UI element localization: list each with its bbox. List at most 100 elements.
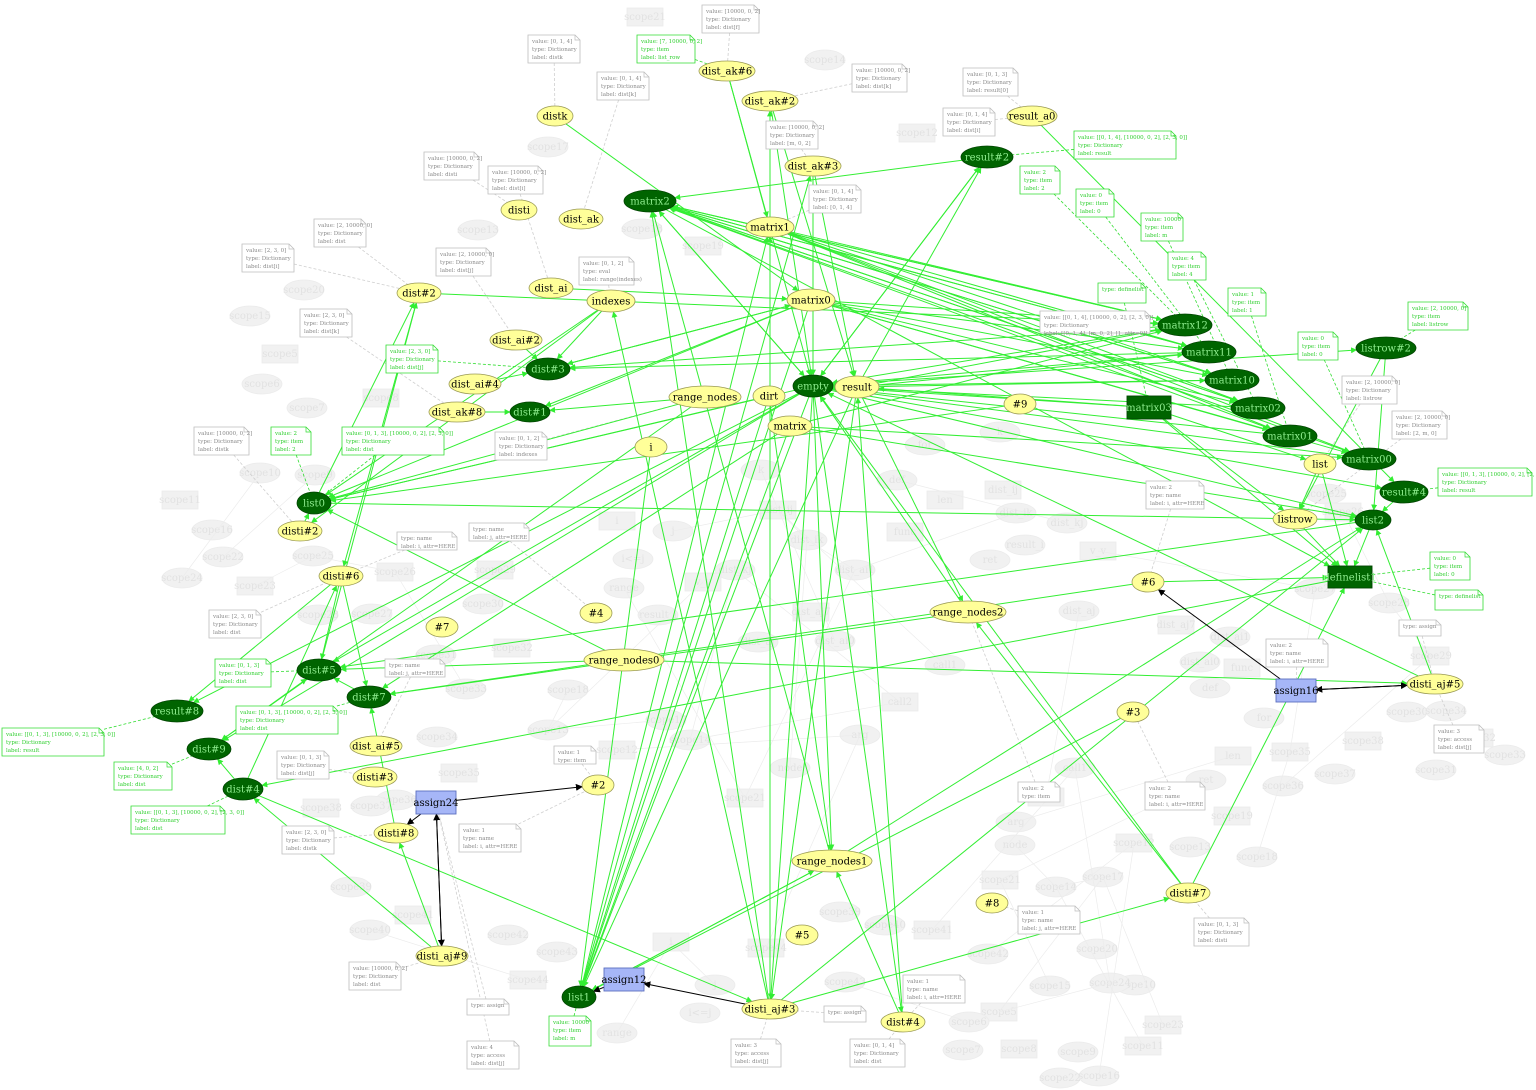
graph-node-listrow2[interactable]: listrow#2	[1355, 336, 1417, 360]
note-line: label: dist	[854, 1059, 882, 1065]
graph-node-dist9[interactable]: dist#9	[186, 737, 232, 761]
graph-node-distk[interactable]: distk	[536, 105, 574, 127]
graph-node-disti_aj9[interactable]: disti_aj#9	[415, 945, 469, 967]
graph-node-result[interactable]: result	[834, 375, 880, 399]
graph-node-result4[interactable]: result#4	[1379, 480, 1429, 504]
graph-node-range_nodes[interactable]: range_nodes	[668, 385, 742, 409]
graph-node-disti2[interactable]: disti#2	[277, 520, 323, 542]
graph-node-matrix10[interactable]: matrix10	[1204, 368, 1260, 392]
node-label: indexes	[592, 297, 631, 308]
graph-node-disti_aj5[interactable]: disti_aj#5	[1406, 673, 1464, 695]
graph-node-indexes[interactable]: indexes	[586, 289, 636, 313]
graph-node-n3[interactable]: #3	[1116, 701, 1150, 723]
graph-node-matrix12[interactable]: matrix12	[1157, 313, 1213, 337]
node-label: dist_ak#2	[745, 97, 796, 108]
graph-node-list_node[interactable]: list	[1303, 453, 1337, 475]
graph-node-matrix11[interactable]: matrix11	[1181, 340, 1237, 364]
graph-node-dist_ai5[interactable]: dist_ai#5	[349, 735, 403, 757]
graph-node-dist_ak6[interactable]: dist_ak#6	[698, 60, 756, 82]
graph-node-disti3[interactable]: disti#3	[352, 766, 398, 788]
data-flow-edge	[1322, 473, 1349, 567]
graph-node-assign12[interactable]: assign12	[602, 967, 647, 992]
graph-node-dist3[interactable]: dist#3	[525, 357, 571, 381]
graph-node-dist1[interactable]: dist#1	[509, 401, 551, 423]
graph-node-matrix03[interactable]: matrix03	[1126, 395, 1172, 420]
graph-node-list0[interactable]: list0	[296, 491, 332, 515]
graph-node-range_nodes1[interactable]: range_nodes1	[791, 849, 873, 873]
note-connector	[573, 1007, 577, 1017]
graph-node-n9[interactable]: #9	[1003, 393, 1037, 415]
graph-node-n6[interactable]: #6	[1131, 571, 1165, 593]
graph-node-result2[interactable]: result#2	[960, 145, 1014, 169]
graph-node-i_node[interactable]: i	[634, 436, 668, 458]
note-line: value: [0, 1, 4]	[812, 189, 853, 195]
data-flow-edge	[831, 388, 1383, 490]
graph-node-dist_ai4[interactable]: dist_ai#4	[448, 373, 502, 395]
graph-node-dist_ai2[interactable]: dist_ai#2	[489, 329, 543, 351]
note-connector	[293, 263, 400, 289]
graph-node-range_nodes2[interactable]: range_nodes2	[929, 600, 1007, 624]
graph-node-n5[interactable]: #5	[785, 924, 819, 946]
data-flow-edge	[791, 896, 1170, 1004]
graph-node-dist4b[interactable]: dist#4	[880, 1011, 926, 1033]
note-line: value: [0, 1, 3]	[966, 72, 1007, 78]
graph-node-assign24[interactable]: assign24	[414, 790, 459, 815]
graph-node-dist5[interactable]: dist#5	[296, 658, 342, 682]
graph-node-dist_ak2[interactable]: dist_ak#2	[741, 90, 799, 112]
background-node-label: scope34	[416, 732, 458, 743]
graph-node-n8[interactable]: #8	[975, 892, 1009, 914]
graph-node-list2[interactable]: list2	[1354, 509, 1392, 531]
graph-node-assign16[interactable]: assign16	[1274, 678, 1319, 703]
note-line: label: indexes	[499, 452, 538, 458]
graph-node-dist_ai[interactable]: dist_ai	[528, 277, 574, 299]
graph-node-matrix[interactable]: matrix	[767, 415, 813, 437]
background-node-label: scope15	[1029, 981, 1071, 992]
note-line: type: assign	[1403, 624, 1437, 630]
note-line: value: [2, 10000, 0]	[1411, 306, 1466, 312]
graph-node-matrix01[interactable]: matrix01	[1262, 424, 1318, 448]
graph-node-result8[interactable]: result#8	[150, 699, 204, 723]
graph-node-disti7[interactable]: disti#7	[1165, 882, 1211, 904]
graph-node-matrix1[interactable]: matrix1	[745, 216, 795, 238]
background-node-label: call1	[933, 660, 957, 671]
graph-node-matrix2[interactable]: matrix2	[623, 189, 677, 213]
graph-node-list1[interactable]: list1	[561, 985, 597, 1009]
note-line: label: dist	[318, 239, 346, 245]
graph-node-definelist1[interactable]: definelist1	[1323, 565, 1377, 589]
data-flow-edge	[581, 236, 770, 987]
graph-node-range_nodes0[interactable]: range_nodes0	[583, 648, 665, 672]
graph-node-disti_aj3[interactable]: disti_aj#3	[741, 998, 799, 1020]
graph-node-result_a0[interactable]: result_a0	[1006, 105, 1058, 127]
data-flow-edge	[389, 583, 1133, 697]
graph-node-dist_ak3[interactable]: dist_ak#3	[784, 155, 842, 177]
note-line: type: Dictionary	[353, 974, 399, 980]
note-line: type: item	[553, 1028, 582, 1034]
note-line: label: m	[553, 1036, 576, 1042]
note-line: type: item	[641, 47, 670, 53]
background-node: scope41	[392, 905, 434, 925]
graph-node-n4[interactable]: #4	[579, 602, 613, 624]
graph-node-dist2[interactable]: dist#2	[396, 282, 442, 304]
graph-node-disti6[interactable]: disti#6	[318, 565, 364, 587]
graph-node-dist7[interactable]: dist#7	[346, 685, 392, 709]
background-node: scope29	[474, 560, 516, 580]
graph-node-dist_ak8[interactable]: dist_ak#8	[428, 401, 486, 423]
graph-node-dist_ak[interactable]: dist_ak	[558, 208, 604, 230]
graph-node-disti[interactable]: disti	[500, 199, 538, 221]
graph-node-matrix02[interactable]: matrix02	[1230, 396, 1286, 420]
graph-node-n7[interactable]: #7	[425, 616, 459, 638]
background-node-label: scope30	[1386, 707, 1428, 718]
graph-node-matrix00[interactable]: matrix00	[1341, 447, 1397, 471]
data-flow-edge	[787, 233, 1272, 430]
graph-node-dirt[interactable]: dirt	[752, 385, 786, 407]
background-edge	[689, 701, 901, 741]
graph-node-empty[interactable]: empty	[792, 374, 834, 398]
graph-node-matrix0[interactable]: matrix0	[786, 288, 836, 312]
graph-node-n2[interactable]: #2	[581, 774, 615, 796]
graph-node-dist4[interactable]: dist#4	[222, 777, 264, 801]
background-node: scope35	[438, 763, 480, 783]
graph-node-disti8[interactable]: disti#8	[373, 822, 419, 844]
graph-node-listrow[interactable]: listrow	[1272, 508, 1318, 530]
